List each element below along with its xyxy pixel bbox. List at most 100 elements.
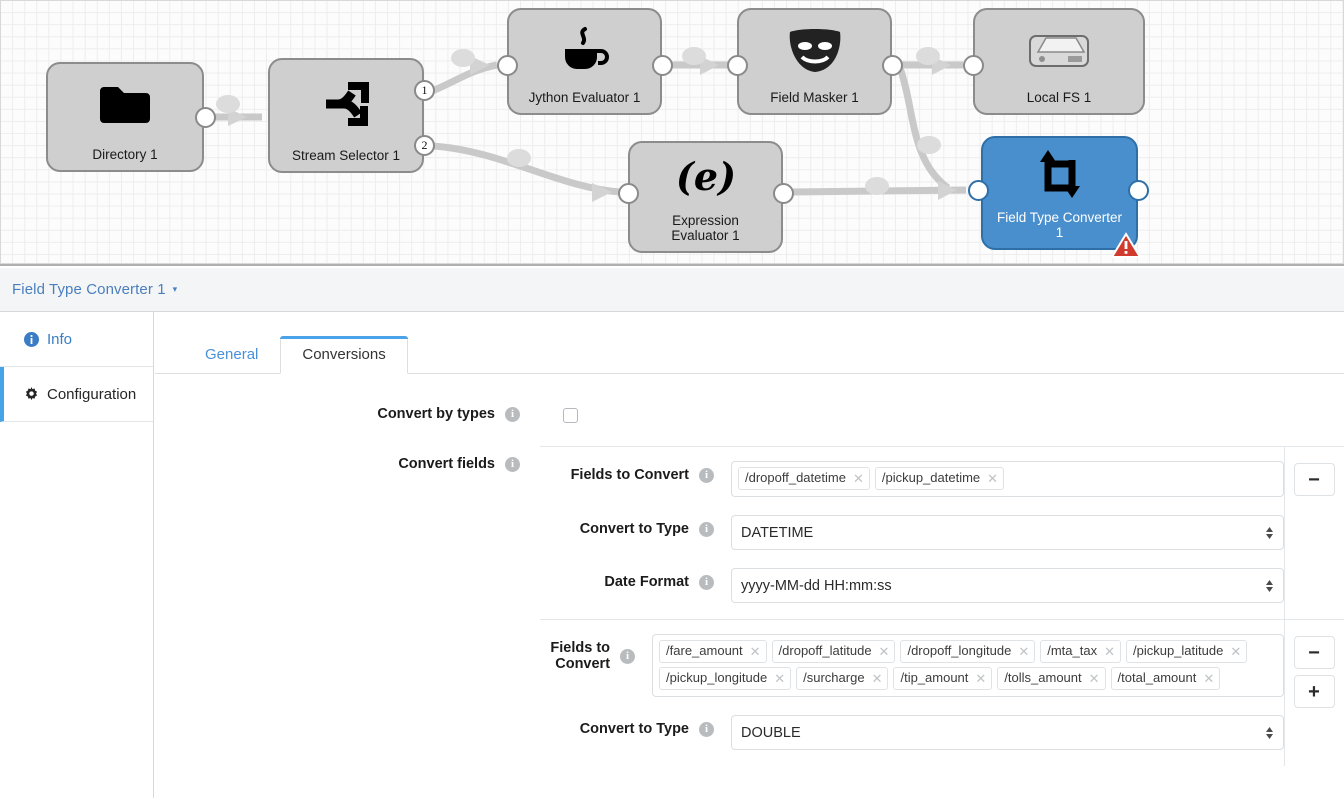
node-port-expression-input[interactable]	[618, 183, 639, 204]
date-format-value: yyyy-MM-dd HH:mm:ss	[741, 577, 892, 594]
convert-to-type-select[interactable]: DATETIME	[731, 515, 1284, 550]
fields-to-convert-label: Fields to Convert	[570, 467, 689, 483]
port-number: 1	[421, 83, 428, 97]
detail-pane-title[interactable]: Field Type Converter 1	[12, 281, 166, 298]
node-label: Directory 1	[92, 147, 158, 162]
node-port-converter-input[interactable]	[968, 180, 989, 201]
field-token-label: /tip_amount	[900, 670, 969, 685]
convert-to-type-label-group: Convert to Type i	[542, 715, 714, 737]
config-tab-bar: General Conversions	[155, 312, 1344, 374]
field-token-label: /fare_amount	[666, 643, 743, 658]
node-port-jython-input[interactable]	[497, 55, 518, 76]
field-token-label: /pickup_datetime	[881, 470, 981, 485]
stream-selector-icon	[270, 60, 422, 148]
warning-triangle-icon[interactable]	[1110, 232, 1142, 264]
date-format-label: Date Format	[604, 574, 689, 590]
node-directory[interactable]: Directory 1	[46, 62, 204, 172]
hard-drive-icon	[975, 10, 1143, 90]
field-token[interactable]: /surcharge✕	[796, 667, 889, 690]
sidebar-item-info[interactable]: Info	[0, 312, 153, 367]
close-icon[interactable]: ✕	[1018, 643, 1030, 659]
node-label: Jython Evaluator 1	[528, 90, 641, 105]
node-port-stream-selector-output-1[interactable]: 1	[414, 80, 435, 101]
close-icon[interactable]: ✕	[987, 470, 999, 486]
field-token[interactable]: /dropoff_latitude✕	[771, 640, 896, 663]
fields-to-convert-input[interactable]: /dropoff_datetime ✕ /pickup_datetime ✕	[731, 461, 1284, 497]
close-icon[interactable]: ✕	[1203, 670, 1215, 686]
close-icon[interactable]: ✕	[1088, 670, 1100, 686]
detail-pane-header: Field Type Converter 1 ▾	[0, 268, 1344, 312]
node-port-field-masker-output[interactable]	[882, 55, 903, 76]
add-conversion-button[interactable]: +	[1293, 675, 1335, 708]
convert-to-type-label-group: Convert to Type i	[542, 515, 714, 537]
field-token[interactable]: /dropoff_longitude✕	[900, 640, 1036, 663]
info-icon[interactable]: i	[505, 456, 520, 472]
node-port-directory-output[interactable]	[195, 107, 216, 128]
node-port-expression-output[interactable]	[773, 183, 794, 204]
node-field-masker[interactable]: Field Masker 1	[737, 8, 892, 115]
field-token-label: /total_amount	[1117, 670, 1197, 685]
convert-fields-label: Convert fields	[398, 456, 495, 472]
field-token[interactable]: /tip_amount ✕	[893, 667, 993, 690]
conversion-panel-double: Fields to Convert i /fare_amount ✕ /dropo…	[540, 619, 1344, 766]
conversion-panel-datetime: Fields to Convert i /dropoff_datetime ✕	[540, 446, 1344, 619]
info-icon[interactable]: i	[699, 574, 714, 590]
info-icon[interactable]: i	[699, 467, 714, 483]
node-stream-selector[interactable]: Stream Selector 1	[268, 58, 424, 173]
svg-text:(e): (e)	[675, 156, 735, 199]
pipeline-canvas[interactable]: Directory 1 Stream Selector 1 1 2	[0, 0, 1344, 266]
fields-to-convert-row: Fields to Convert i /fare_amount ✕ /dropo…	[542, 634, 1284, 697]
node-jython-evaluator[interactable]: Jython Evaluator 1	[507, 8, 662, 115]
field-token[interactable]: /total_amount ✕	[1110, 667, 1221, 690]
field-token-label: /pickup_latitude	[1132, 643, 1224, 658]
info-icon[interactable]: i	[505, 406, 520, 422]
node-port-jython-output[interactable]	[652, 55, 673, 76]
date-format-select[interactable]: yyyy-MM-dd HH:mm:ss	[731, 568, 1284, 603]
node-label: Field Type Converter 1	[996, 210, 1123, 240]
node-port-stream-selector-output-2[interactable]: 2	[414, 135, 435, 156]
node-local-fs[interactable]: Local FS 1	[973, 8, 1145, 115]
node-port-field-masker-input[interactable]	[727, 55, 748, 76]
close-icon[interactable]: ✕	[1230, 643, 1242, 659]
convert-to-type-select[interactable]: DOUBLE	[731, 715, 1284, 750]
convert-by-types-row: Convert by types i	[155, 406, 1344, 423]
info-icon[interactable]: i	[620, 648, 636, 664]
chevron-down-icon[interactable]: ▾	[172, 284, 178, 294]
field-token[interactable]: /pickup_longitude✕	[659, 667, 792, 690]
type-converter-icon	[983, 138, 1136, 210]
close-icon[interactable]: ✕	[871, 670, 883, 686]
fields-to-convert-input[interactable]: /fare_amount ✕ /dropoff_latitude✕ /dropof…	[652, 634, 1284, 697]
info-icon[interactable]: i	[699, 521, 714, 537]
close-icon[interactable]: ✕	[852, 470, 864, 486]
field-token[interactable]: /tolls_amount✕	[997, 667, 1106, 690]
field-token[interactable]: /pickup_datetime ✕	[874, 467, 1005, 490]
close-icon[interactable]: ✕	[749, 643, 761, 659]
theater-mask-icon	[739, 10, 890, 90]
sidebar-item-label: Info	[47, 330, 73, 348]
convert-by-types-checkbox[interactable]	[563, 408, 578, 423]
panel-divider	[1284, 446, 1285, 766]
convert-to-type-row: Convert to Type i DATETIME	[542, 515, 1284, 550]
field-token[interactable]: /fare_amount ✕	[659, 640, 767, 663]
close-icon[interactable]: ✕	[975, 670, 987, 686]
close-icon[interactable]: ✕	[1104, 643, 1115, 659]
remove-conversion-button[interactable]: −	[1293, 463, 1335, 496]
close-icon[interactable]: ✕	[774, 670, 786, 686]
node-port-local-fs-input[interactable]	[963, 55, 984, 76]
close-icon[interactable]: ✕	[878, 643, 890, 659]
convert-to-type-label: Convert to Type	[579, 721, 689, 737]
fields-to-convert-label-group: Fields to Convert i	[542, 634, 636, 672]
tab-conversions[interactable]: Conversions	[280, 336, 409, 374]
detail-sidebar: Info Configuration	[0, 312, 154, 798]
remove-conversion-button[interactable]: −	[1293, 636, 1335, 669]
field-token[interactable]: /mta_tax✕	[1040, 640, 1121, 663]
field-token[interactable]: /pickup_latitude ✕	[1125, 640, 1248, 663]
tab-general[interactable]: General	[205, 346, 259, 363]
chevron-updown-icon	[1265, 525, 1274, 541]
node-port-converter-output[interactable]	[1128, 180, 1149, 201]
expression-e-icon: (e)	[630, 143, 781, 213]
field-token[interactable]: /dropoff_datetime ✕	[738, 467, 870, 490]
info-icon[interactable]: i	[699, 721, 714, 737]
node-expression-evaluator[interactable]: (e) Expression Evaluator 1	[628, 141, 783, 253]
sidebar-item-configuration[interactable]: Configuration	[0, 367, 153, 422]
